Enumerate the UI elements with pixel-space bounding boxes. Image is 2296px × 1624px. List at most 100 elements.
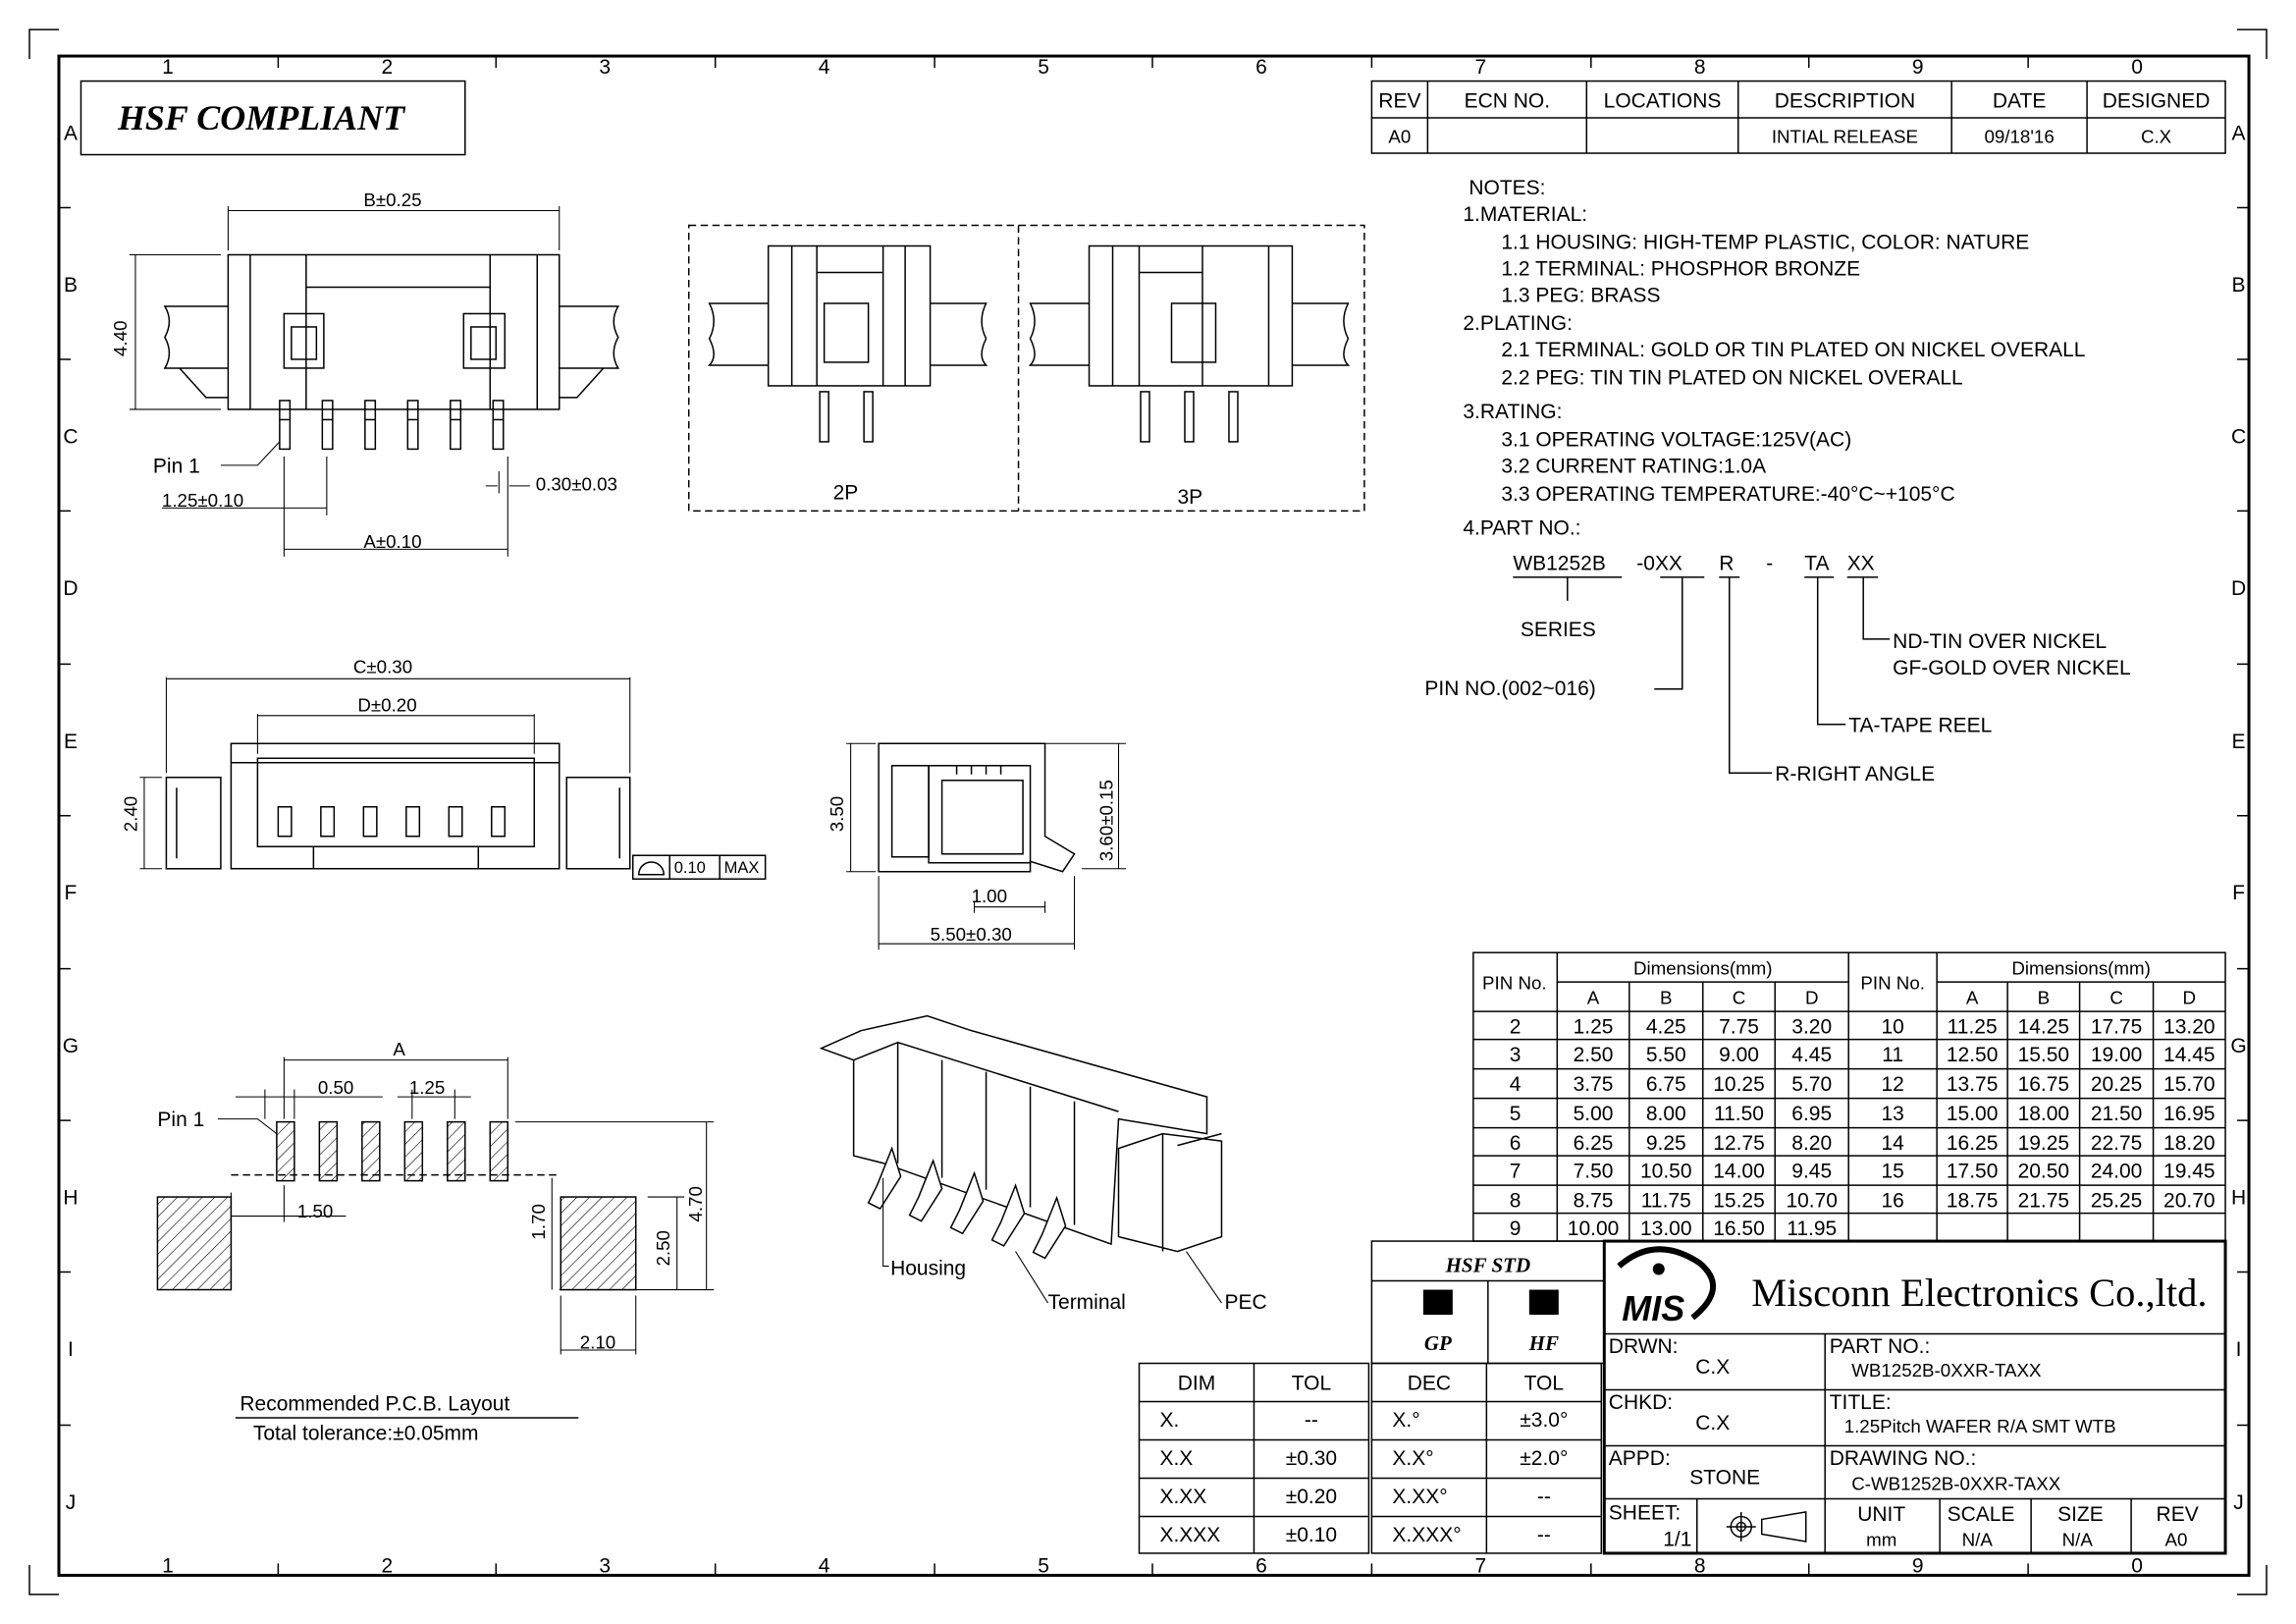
- table-cell: 5.00: [1574, 1103, 1614, 1125]
- table-cell: 7.50: [1574, 1161, 1614, 1183]
- signal-pad: [447, 1120, 466, 1182]
- table-cell: 11.75: [1641, 1190, 1691, 1213]
- table-cell: 9: [1510, 1218, 1522, 1240]
- tol-cell: X.XXX: [1159, 1524, 1220, 1546]
- label-2p: 2P: [833, 481, 859, 504]
- terminal-pin: [279, 400, 292, 451]
- pcb-dim-total: 4.70: [685, 1186, 706, 1221]
- rev-label: REV: [2157, 1503, 2199, 1526]
- series-label: SERIES: [1521, 619, 1596, 641]
- table-cell: 5.70: [1791, 1073, 1832, 1096]
- table-cell: 16.75: [2018, 1073, 2070, 1096]
- col-header: A: [1966, 988, 1979, 1008]
- title-block: MIS Misconn Electronics Co.,ltd. DRWN: C…: [1602, 1239, 2227, 1555]
- table-cell: 10: [1882, 1016, 1904, 1039]
- row-label: D: [63, 577, 78, 600]
- plating-code: XX: [1847, 552, 1875, 574]
- table-cell: 12.50: [1947, 1044, 1999, 1066]
- terminal-lead: [867, 1146, 902, 1211]
- sheet-value: 1/1: [1663, 1528, 1691, 1550]
- tol-cell: --: [1537, 1486, 1551, 1508]
- row-label: B: [2232, 274, 2246, 297]
- row-label: F: [65, 882, 78, 904]
- row-label: D: [2231, 577, 2246, 600]
- pcb-dim-offset: 1.50: [297, 1201, 333, 1221]
- rev-cell: 09/18'16: [1984, 127, 2054, 147]
- size-value: N/A: [2062, 1529, 2094, 1549]
- peg-label: PEC: [1224, 1291, 1266, 1314]
- table-row: X.°±3.0°: [1392, 1409, 1568, 1432]
- terminal-lead: [908, 1158, 943, 1222]
- table-cell: 16.50: [1713, 1218, 1765, 1240]
- table-cell: 4.45: [1791, 1044, 1832, 1066]
- part-label: PART NO.:: [1830, 1335, 1931, 1358]
- row-label: A: [2232, 123, 2246, 145]
- table-cell: 14: [1882, 1132, 1905, 1155]
- table-cell: 21.50: [2091, 1103, 2143, 1125]
- table-cell: 24.00: [2091, 1161, 2143, 1183]
- title-label: TITLE:: [1830, 1391, 1892, 1414]
- table-cell: 15.00: [1947, 1103, 1999, 1125]
- front-view: C±0.30 D±0.20 2.40 0.10 MAX: [120, 656, 767, 880]
- table-cell: 11.95: [1787, 1218, 1837, 1240]
- pin1-label: Pin 1: [153, 455, 200, 477]
- company-name: Misconn Electronics Co.,ltd.: [1751, 1271, 2207, 1315]
- table-cell: 8.20: [1791, 1132, 1832, 1155]
- terminal-pin: [450, 400, 462, 451]
- tol-cell: ±3.0°: [1520, 1409, 1568, 1432]
- side-view: 3.50 3.60±0.15 1.00 5.50±0.30: [827, 742, 1127, 950]
- table-row: X.X°±2.0°: [1392, 1447, 1568, 1470]
- table-cell: 12.75: [1713, 1132, 1765, 1155]
- note-line: 3.1 OPERATING VOLTAGE:125V(AC): [1501, 428, 1851, 451]
- note-line: 3.RATING:: [1463, 401, 1562, 423]
- part-number-breakdown: WB1252B -0XX R - TA XX SERIES PIN NO.(00…: [1424, 552, 2130, 785]
- table-cell: 12: [1882, 1073, 1904, 1096]
- terminal-pin: [362, 806, 378, 838]
- row-label: C: [2231, 425, 2246, 448]
- col-header: C: [1733, 988, 1746, 1008]
- appd-value: STONE: [1689, 1466, 1760, 1489]
- hf-mark: [1528, 1289, 1559, 1316]
- table-cell: 8: [1510, 1190, 1522, 1213]
- column-label: 1: [162, 56, 174, 79]
- table-cell: 6.25: [1574, 1132, 1614, 1155]
- terminal-pin: [277, 806, 293, 838]
- table-cell: 25.25: [2091, 1190, 2143, 1213]
- chkd-label: CHKD:: [1609, 1391, 1673, 1414]
- note-line: 1.2 TERMINAL: PHOSPHOR BRONZE: [1501, 257, 1860, 280]
- gp-label: GP: [1424, 1331, 1452, 1355]
- terminal-lead: [990, 1183, 1026, 1247]
- table-cell: 6.95: [1791, 1103, 1832, 1125]
- pin-label: PIN NO.(002~016): [1424, 677, 1595, 700]
- terminal-label: Terminal: [1048, 1291, 1126, 1314]
- signal-pad: [318, 1120, 339, 1182]
- pin-header: PIN No.: [1482, 973, 1547, 994]
- tol-cell: X.X: [1159, 1447, 1193, 1470]
- row-label: G: [2230, 1035, 2246, 1057]
- table-cell: 7: [1510, 1161, 1522, 1183]
- terminal-pin: [320, 806, 336, 838]
- pcb-dim-gap: 1.70: [528, 1204, 549, 1239]
- plating-label-nd: ND-TIN OVER NICKEL: [1893, 630, 2107, 653]
- pcb-pin1: Pin 1: [157, 1109, 204, 1131]
- table-cell: 16.95: [2163, 1103, 2216, 1125]
- row-label: I: [68, 1338, 74, 1361]
- dim-side-height: 3.50: [827, 796, 847, 832]
- table-cell: 11.50: [1714, 1103, 1764, 1125]
- table-cell: 19.45: [2163, 1161, 2216, 1183]
- column-label: 2: [381, 1554, 393, 1577]
- row-label: J: [2233, 1491, 2244, 1514]
- package-code: TA: [1804, 552, 1829, 574]
- signal-pad: [403, 1120, 424, 1182]
- drwn-value: C.X: [1695, 1356, 1730, 1379]
- tol-header: DIM: [1178, 1372, 1215, 1394]
- rev-header: LOCATIONS: [1604, 90, 1722, 113]
- angle-label: R-RIGHT ANGLE: [1775, 763, 1935, 785]
- table-cell: 16.25: [1947, 1132, 1999, 1155]
- unit-label: UNIT: [1857, 1503, 1905, 1526]
- table-cell: 18.20: [2163, 1132, 2216, 1155]
